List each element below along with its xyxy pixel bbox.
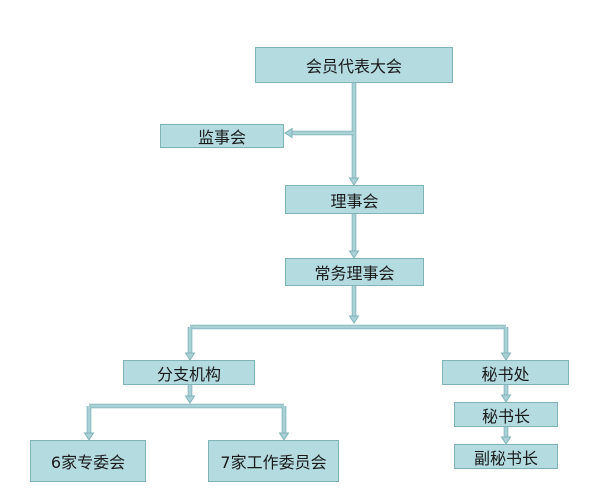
arrow-into-deputy (500, 436, 512, 445)
node-supervisors: 监事会 (160, 124, 284, 148)
node-standing-council: 常务理事会 (285, 258, 424, 286)
arrow-standing-split (348, 315, 360, 324)
node-assembly: 会员代表大会 (255, 47, 453, 83)
node-special-committees: 6家专委会 (30, 440, 146, 482)
arrow-into-secretariat (500, 352, 512, 361)
arrow-into-council (348, 177, 360, 186)
node-council: 理事会 (285, 185, 424, 214)
node-secretariat: 秘书处 (442, 360, 569, 385)
node-working-committees: 7家工作委员会 (208, 440, 339, 482)
arrow-into-branches (184, 352, 196, 361)
node-branches: 分支机构 (123, 360, 255, 385)
arrow-into-special (83, 432, 95, 441)
node-secretary-general: 秘书长 (454, 402, 558, 427)
arrow-into-secgen (500, 394, 512, 403)
arrow-into-supervisors (284, 127, 293, 139)
node-deputy-secretary-general: 副秘书长 (454, 444, 558, 469)
arrow-into-standing (348, 250, 360, 259)
arrow-branches-split (184, 395, 196, 404)
arrow-into-working (278, 432, 290, 441)
